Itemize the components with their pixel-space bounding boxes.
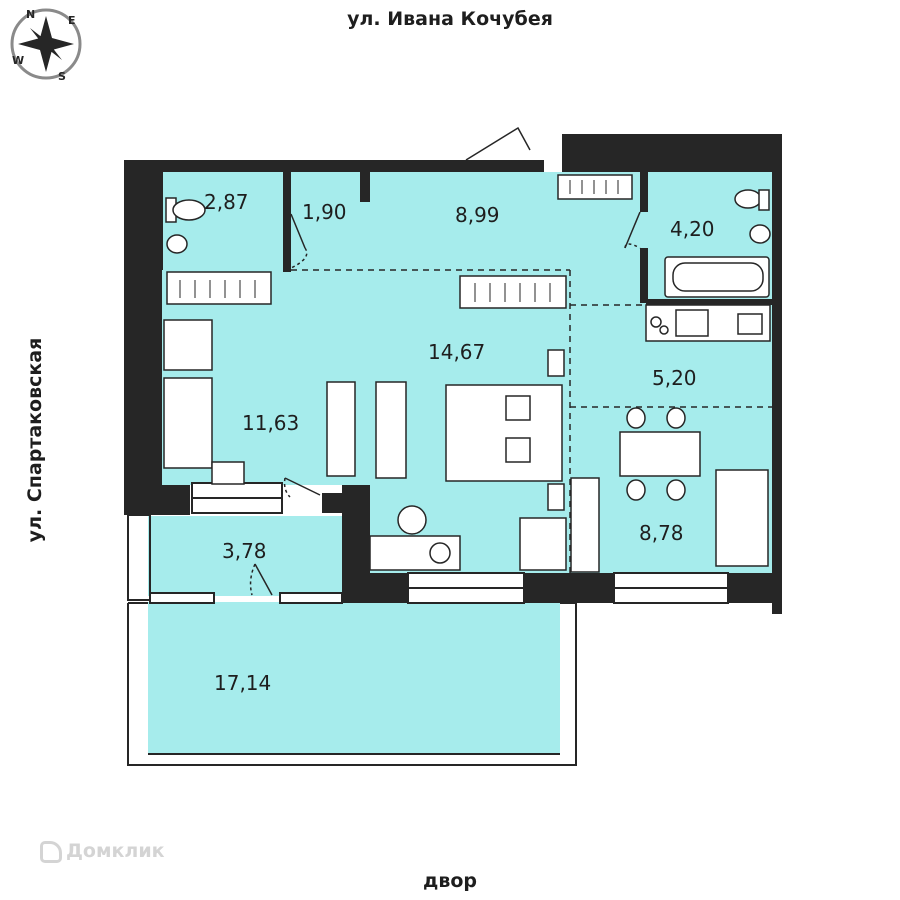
wardrobe-hangers [179, 180, 619, 302]
compass-e: E [68, 14, 76, 27]
area-kitchen: 5,20 [652, 366, 697, 390]
zone-dividers [291, 269, 772, 573]
area-wc: 2,87 [204, 190, 249, 214]
street-left-label: ул. Спартаковская [24, 337, 46, 543]
area-bedroom: 14,67 [428, 340, 486, 364]
compass-n: N [26, 8, 35, 21]
compass-letters: N E S W [12, 8, 76, 83]
area-loggia-small: 3,78 [222, 539, 267, 563]
furniture [163, 174, 771, 573]
area-bath: 4,20 [670, 217, 715, 241]
street-bottom-label: двор [422, 870, 478, 892]
watermark-text: Домклик [66, 840, 165, 862]
area-room-left: 11,63 [242, 411, 300, 435]
area-closet: 1,90 [302, 200, 347, 224]
domclick-logo-icon [40, 840, 62, 863]
doors [249, 126, 641, 596]
windows [149, 482, 729, 604]
area-terrace: 17,14 [214, 671, 272, 695]
compass-w: W [12, 54, 24, 67]
street-top-label: ул. Ивана Кочубея [347, 8, 553, 30]
compass-s: S [58, 70, 66, 83]
area-living: 8,78 [639, 521, 684, 545]
walls [124, 134, 782, 614]
area-hall: 8,99 [455, 203, 500, 227]
balcony-outline [127, 514, 577, 766]
watermark: Домклик [40, 840, 165, 863]
compass-rose [10, 8, 82, 80]
